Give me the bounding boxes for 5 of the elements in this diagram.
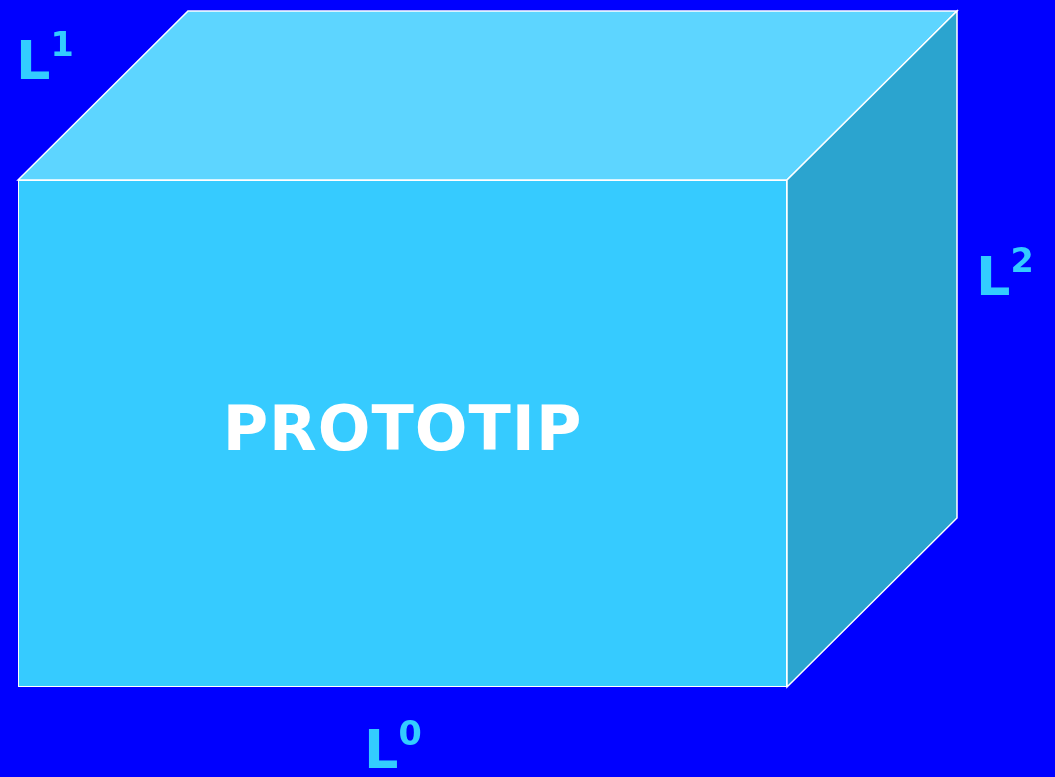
- box-label: PROTOTIP: [222, 392, 583, 465]
- dimension-label: L$^{0}$: [364, 717, 422, 777]
- box-front-face: [18, 180, 787, 687]
- dimension-label: L$^{1}$: [16, 28, 74, 89]
- dimension-label: L$^{2}$: [976, 244, 1034, 305]
